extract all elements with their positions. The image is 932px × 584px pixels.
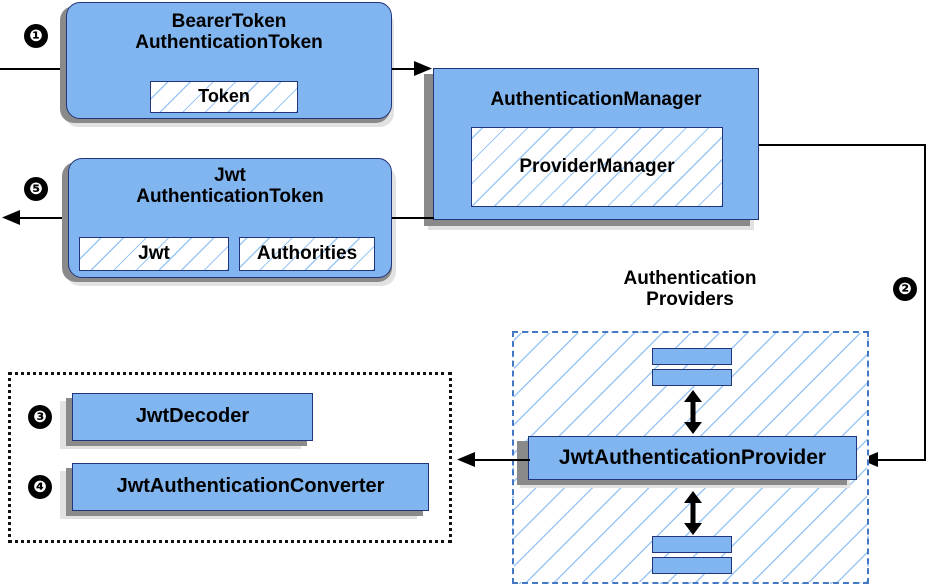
outgoing-response-line	[18, 217, 70, 219]
step-badge-3: ❸	[28, 405, 52, 429]
provider-double-arrow-bottom	[684, 491, 702, 535]
providers-label-line1: Authentication	[623, 268, 757, 289]
bearer-to-manager-arrowhead	[414, 61, 432, 76]
jwt-token-title-line2: AuthenticationToken	[136, 186, 324, 208]
manager-to-provider-line-vertical	[924, 144, 926, 460]
jwt-decoder-node[interactable]: JwtDecoder	[72, 393, 313, 441]
step-badge-5: ❺	[24, 177, 48, 201]
jwt-support-group	[8, 372, 452, 543]
jwt-authentication-provider-node[interactable]: JwtAuthenticationProvider	[528, 436, 857, 480]
bearer-token-title-line1: BearerToken	[171, 11, 287, 32]
bearer-token-authentication-token-node[interactable]: BearerToken AuthenticationToken Token	[66, 2, 392, 119]
provider-stub-top-1	[652, 348, 732, 365]
outgoing-response-arrowhead	[2, 210, 20, 225]
jwt-token-title-line1: Jwt	[214, 165, 246, 186]
provider-stub-top-2	[652, 369, 732, 386]
provider-manager-inner: ProviderManager	[471, 127, 723, 207]
bearer-token-inner-token: Token	[150, 81, 298, 113]
bearer-token-title-line2: AuthenticationToken	[135, 32, 323, 54]
manager-to-provider-arrowhead	[860, 452, 878, 467]
manager-to-provider-line-top	[759, 144, 926, 146]
provider-stub-bottom-2	[652, 557, 732, 574]
incoming-request-line	[0, 68, 70, 70]
step-badge-2: ❷	[893, 277, 917, 301]
auth-manager-title: AuthenticationManager	[490, 89, 702, 110]
step-badge-1: ❶	[24, 24, 48, 48]
jwt-token-inner-authorities: Authorities	[239, 237, 375, 271]
provider-stub-bottom-1	[652, 536, 732, 553]
providers-label-line2: Providers	[646, 289, 734, 311]
manager-to-provider-line-bottom	[876, 459, 926, 461]
jwt-authentication-token-node[interactable]: Jwt AuthenticationToken Jwt Authorities	[68, 158, 392, 278]
authentication-manager-node[interactable]: AuthenticationManager ProviderManager	[433, 68, 759, 220]
jwt-token-inner-jwt: Jwt	[79, 237, 229, 271]
bearer-to-manager-line	[392, 68, 424, 70]
jwt-authentication-converter-node[interactable]: JwtAuthenticationConverter	[72, 463, 429, 511]
manager-to-jwt-token-line	[392, 217, 434, 219]
provider-to-support-arrowhead	[457, 452, 475, 467]
step-badge-4: ❹	[28, 475, 52, 499]
provider-double-arrow-top	[684, 390, 702, 434]
provider-to-support-line	[472, 459, 530, 461]
authentication-providers-label: Authentication Providers	[560, 268, 820, 311]
